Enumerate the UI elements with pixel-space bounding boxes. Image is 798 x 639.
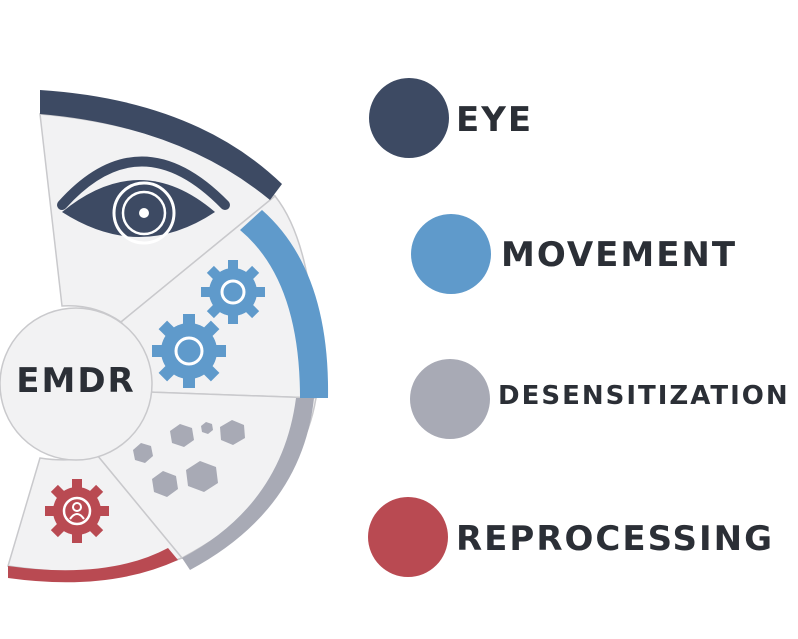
term-eye: EYE — [456, 100, 534, 140]
legend-dot-desensitization — [410, 359, 490, 439]
center-label: EMDR — [16, 361, 136, 401]
legend-dots — [368, 78, 491, 577]
center-circle — [0, 307, 153, 461]
legend-dot-reprocessing — [368, 497, 448, 577]
outer-arcs — [8, 90, 329, 583]
hexagons-icon — [133, 420, 245, 497]
legend-dot-movement — [411, 214, 491, 294]
gears-icon — [152, 260, 265, 388]
person-gear-icon — [45, 479, 109, 543]
term-reprocessing: REPROCESSING — [456, 519, 775, 559]
legend-dot-eye — [369, 78, 449, 158]
arc-reprocessing — [8, 548, 178, 583]
eye-icon — [57, 156, 230, 245]
arc-movement — [240, 210, 329, 398]
term-movement: MOVEMENT — [501, 235, 738, 275]
term-desensitization: DESENSITIZATION — [498, 381, 790, 411]
arc-eye — [40, 90, 282, 200]
arc-desensitization — [182, 398, 314, 570]
